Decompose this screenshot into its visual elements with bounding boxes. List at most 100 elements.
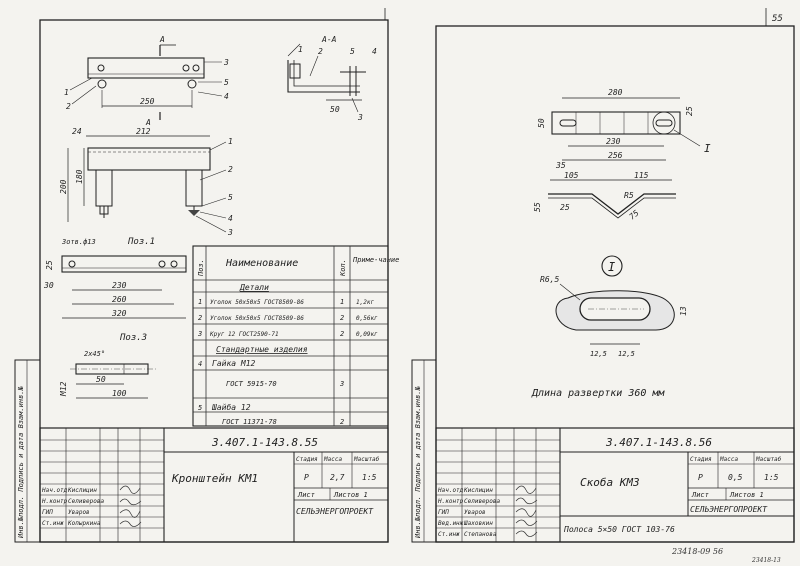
- section-dim-50: 50: [330, 105, 340, 114]
- callout-4c: 4: [228, 214, 233, 223]
- person-name-r3: Уваров: [464, 509, 486, 516]
- bom-std2-pos: 5: [198, 404, 202, 412]
- bom-std1-sub: ГОСТ 5915-70: [226, 380, 277, 388]
- callout-2c: 2: [228, 165, 233, 174]
- cut-letter-top: А: [159, 35, 165, 44]
- person-role-r2: Н.контр: [437, 498, 464, 505]
- bom-row2-note: 0,56кг: [356, 315, 378, 322]
- bom-col-name: Наименование: [225, 258, 298, 269]
- bom-section-details: Детали: [239, 283, 269, 292]
- radius-r65: R6,5: [540, 275, 559, 284]
- archive-stamp-corner: 23418-13: [751, 557, 781, 564]
- dim-180: 180: [75, 169, 84, 184]
- dim-25-pos1: 25: [45, 260, 54, 270]
- drawing-sheet-km3: 55 Инв.№подл. Подпись и дата Взам.инв.№ …: [400, 0, 800, 566]
- dim-250: 250: [140, 97, 155, 106]
- dim-25-right: 25: [685, 106, 694, 116]
- dim-280: 280: [608, 88, 623, 97]
- bom-section-std: Стандартные изделия: [216, 345, 308, 354]
- stage-head: Стадия: [296, 456, 318, 463]
- dim-12-5-a: 12,5: [590, 350, 607, 358]
- scale-value-r: 1:5: [764, 473, 779, 482]
- drawing-sheet-km1: Инв.№подл. Подпись и дата Взам.инв.№ А 2…: [14, 8, 399, 543]
- cut-letter-bottom: А: [145, 118, 151, 127]
- signature-r5: [515, 530, 538, 537]
- dim-50-pos3: 50: [96, 375, 106, 384]
- callout-3a: 3: [223, 58, 229, 67]
- callout-4a: 4: [224, 92, 229, 101]
- develop-length-note: Длина развертки 360 мм: [531, 388, 665, 399]
- bom-row3-note: 0,09кг: [356, 331, 378, 338]
- person-role-r4: Вед.инж: [438, 520, 464, 527]
- person-role-r5: Ст.инж: [438, 531, 460, 538]
- mass-value: 2,7: [330, 473, 345, 482]
- stage-value-r: Р: [698, 473, 703, 482]
- dim-25-bend: 25: [560, 203, 570, 212]
- person-role-4: Ст.инж: [42, 520, 64, 527]
- person-name-r5: Степанова: [464, 531, 497, 538]
- signature-r3: [515, 508, 537, 517]
- bom-row3-name: Круг 12 ГОСТ2590-71: [209, 331, 279, 338]
- dim-12-5-b: 12,5: [618, 350, 635, 358]
- material-spec: Полоса 5×50 ГОСТ 103-76: [563, 525, 675, 534]
- dim-35: 35: [555, 161, 566, 170]
- mass-head: Масса: [323, 456, 342, 463]
- callout-5a: 5: [224, 78, 229, 87]
- title-block-km1: 3.407.1-143.8.55 Кронштейн КМ1 Стадия Ма…: [39, 427, 389, 543]
- bom-row3-pos: 3: [197, 330, 202, 338]
- callout-3c: 3: [227, 228, 233, 237]
- part-name-km1: Кронштейн КМ1: [171, 472, 258, 485]
- radius-r5: R5: [624, 191, 634, 200]
- title-block-km3: 3.407.1-143.8.56 Скоба КМ3 Стадия Масса …: [435, 427, 795, 543]
- sheet-label-r: Лист: [691, 491, 709, 499]
- stage-value: Р: [304, 473, 309, 482]
- dim-256: 256: [608, 151, 623, 160]
- bom-std2-qty: 2: [340, 418, 344, 426]
- person-name-4: Копыркина: [67, 520, 101, 527]
- detail-mark: I: [608, 260, 615, 274]
- dim-30: 30: [43, 281, 54, 290]
- dim-212: 212: [136, 127, 151, 136]
- person-role-3: ГИП: [42, 509, 53, 516]
- bom-std1-pos: 4: [198, 360, 202, 368]
- stage-head-r: Стадия: [690, 456, 712, 463]
- sheets-label: Листов 1: [333, 491, 368, 499]
- dim-115: 115: [634, 171, 649, 180]
- bom-table: Поз. Наименование Кол. Приме-чание Детал…: [192, 245, 399, 427]
- person-name-r2: Селиверова: [464, 498, 501, 505]
- org-name-r: СЕЛЬЭНЕРГОПРОЕКТ: [690, 505, 768, 514]
- person-name-3: Уваров: [68, 509, 90, 516]
- dim-24: 24: [72, 127, 82, 136]
- signature-r1: [515, 485, 537, 494]
- bom-row1-pos: 1: [198, 298, 202, 306]
- callout-1c: 1: [228, 137, 233, 146]
- bom-col-qty: Кол.: [339, 259, 347, 277]
- sheets-label-r: Листов 1: [729, 491, 764, 499]
- person-name-r1: Кислицин: [463, 487, 493, 494]
- dim-50-right: 50: [537, 118, 546, 128]
- callout-1a: 1: [64, 88, 69, 97]
- bom-row2-qty: 2: [340, 314, 344, 322]
- scale-value: 1:5: [362, 473, 377, 482]
- dim-230: 230: [112, 281, 127, 290]
- sheet-label: Лист: [297, 491, 315, 499]
- bom-row1-qty: 1: [340, 298, 344, 306]
- pos1-label: Поз.1: [127, 237, 155, 247]
- drawing-km3: 55 Инв.№подл. Подпись и дата Взам.инв.№ …: [411, 8, 795, 564]
- mass-value-r: 0,5: [728, 473, 743, 482]
- person-name-1: Кислицин: [67, 487, 97, 494]
- person-role-r3: ГИП: [438, 509, 449, 516]
- dim-55: 55: [533, 202, 542, 212]
- bom-row2-name: Уголок 50х50х5 ГОСТ8509-86: [210, 315, 304, 322]
- org-name: СЕЛЬЭНЕРГОПРОЕКТ: [296, 507, 374, 516]
- dim-200: 200: [59, 179, 68, 194]
- doc-code-km1: 3.407.1-143.8.55: [211, 436, 318, 449]
- dim-13: 13: [679, 306, 688, 316]
- drawing-km1: Инв.№подл. Подпись и дата Взам.инв.№ А 2…: [14, 8, 399, 543]
- callout-1b: 1: [298, 45, 303, 54]
- signature-r4: [515, 519, 538, 526]
- person-name-2: Селиверова: [68, 498, 105, 505]
- bom-col-pos: Поз.: [197, 259, 205, 277]
- dim-75: 75: [628, 208, 641, 221]
- bom-col-note: Приме-чание: [352, 256, 399, 264]
